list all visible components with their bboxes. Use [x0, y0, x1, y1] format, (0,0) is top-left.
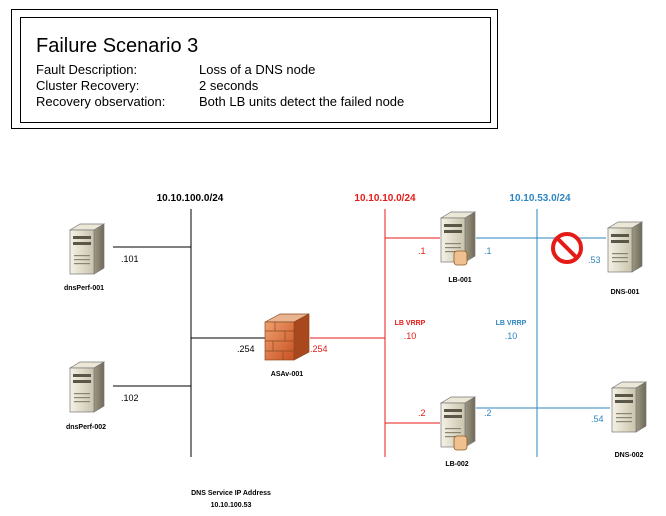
- lb-002-label: LB-002: [445, 461, 468, 468]
- dns-002-server-icon[interactable]: [611, 381, 647, 433]
- dnsperf-001-ip: .101: [121, 254, 139, 264]
- dns-001-ip: .53: [588, 255, 601, 265]
- dnsperf-002-label: dnsPerf-002: [66, 424, 106, 431]
- blue-vrrp-label: LB VRRP: [496, 320, 527, 327]
- middle-network-lines: [310, 209, 440, 457]
- cluster-recovery-value: 2 seconds: [199, 78, 259, 93]
- dns-002-label: DNS-002: [615, 452, 644, 459]
- dns-002-ip: .54: [591, 414, 604, 424]
- lb-001-ip-right: .1: [484, 246, 492, 256]
- fault-description-label: Fault Description:: [36, 62, 138, 77]
- left-network-lines: [113, 209, 268, 457]
- lb-002-hand-icon: [453, 435, 468, 451]
- recovery-observation-value: Both LB units detect the failed node: [199, 94, 405, 109]
- dnsperf-002-server-icon[interactable]: [69, 361, 105, 413]
- right-network-lines: [476, 209, 610, 457]
- dnsperf-001-label: dnsPerf-001: [64, 285, 104, 292]
- network-label-left: 10.10.100.0/24: [157, 193, 224, 204]
- dnsperf-001-server-icon[interactable]: [69, 223, 105, 275]
- asav-001-firewall-icon[interactable]: [264, 313, 310, 361]
- dns-service-ip: 10.10.100.53: [211, 502, 252, 509]
- recovery-observation-label: Recovery observation:: [36, 94, 166, 109]
- dns-service-label: DNS Service IP Address: [191, 490, 271, 497]
- lb-001-label: LB-001: [448, 277, 471, 284]
- network-label-right: 10.10.53.0/24: [509, 193, 571, 204]
- dnsperf-002-ip: .102: [121, 393, 139, 403]
- asav-001-ip-left: .254: [237, 344, 255, 354]
- lb-002-ip-right: .2: [484, 408, 492, 418]
- blue-vrrp-ip: .10: [505, 331, 518, 341]
- fault-description-value: Loss of a DNS node: [199, 62, 316, 77]
- lb-001-hand-icon: [453, 250, 468, 266]
- lb-002-ip-left: .2: [418, 408, 426, 418]
- lb-001-ip-left: .1: [418, 246, 426, 256]
- no-entry-icon: [551, 232, 583, 264]
- asav-001-label: ASAv-001: [271, 371, 304, 378]
- scenario-title: Failure Scenario 3: [36, 35, 199, 57]
- info-box-inner: [20, 17, 491, 123]
- asav-001-ip-right: .254: [310, 344, 328, 354]
- cluster-recovery-label: Cluster Recovery:: [36, 78, 140, 93]
- network-label-middle: 10.10.10.0/24: [354, 193, 416, 204]
- dns-001-server-icon[interactable]: [607, 221, 643, 273]
- red-vrrp-label: LB VRRP: [395, 320, 426, 327]
- red-vrrp-ip: .10: [404, 331, 417, 341]
- dns-001-label: DNS-001: [611, 289, 640, 296]
- info-box-outer: [11, 9, 498, 129]
